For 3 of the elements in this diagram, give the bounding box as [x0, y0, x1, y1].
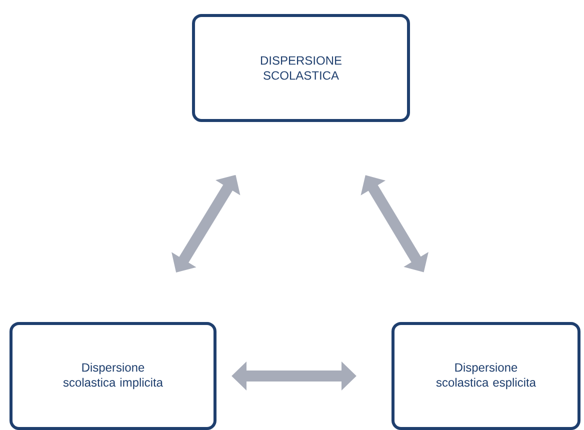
concept-box: Dispersione scolastica implicita: [10, 322, 216, 430]
title-box: DISPERSIONE SCOLASTICA: [192, 14, 410, 122]
concept-box: Dispersione scolastica esplicita: [392, 322, 580, 430]
